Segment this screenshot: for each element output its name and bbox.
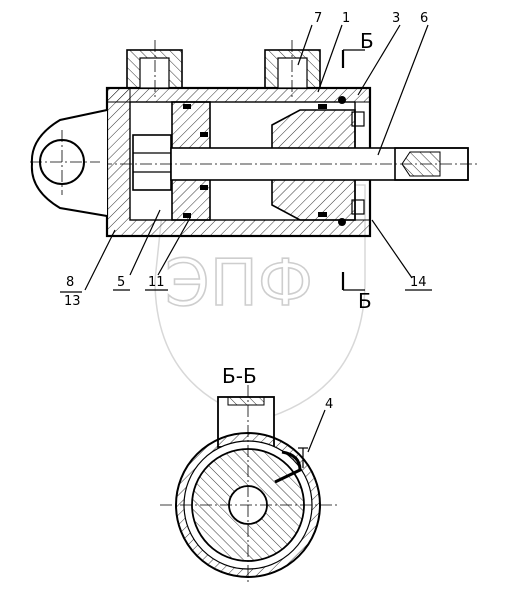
section-mark-bottom: Б xyxy=(341,272,372,313)
callout-7: 7 xyxy=(314,11,322,26)
callout-4: 4 xyxy=(325,397,333,412)
callout-6: 6 xyxy=(420,11,428,26)
watermark-text: ЭПФ xyxy=(165,247,313,321)
section-view xyxy=(160,385,338,585)
leader-lines xyxy=(60,24,432,453)
callout-1: 1 xyxy=(342,11,350,26)
port-right xyxy=(264,40,321,100)
section-mark-top-label: Б xyxy=(360,29,374,53)
eye-lug xyxy=(30,109,108,217)
callout-8: 8 xyxy=(66,275,74,290)
section-view-title: Б-Б xyxy=(222,364,257,388)
callout-3: 3 xyxy=(392,11,400,26)
callout-5: 5 xyxy=(117,275,125,290)
section-mark-top: Б xyxy=(341,29,374,68)
callout-11: 11 xyxy=(148,275,165,290)
port-left xyxy=(126,40,183,100)
section-mark-bottom-label: Б xyxy=(358,289,372,313)
callout-13: 13 xyxy=(64,294,81,309)
rod-nut xyxy=(132,134,172,191)
piston-rod xyxy=(80,147,480,181)
callout-14: 14 xyxy=(410,275,427,290)
watermark-logo: ЭПФ xyxy=(154,184,366,421)
cylinder-body xyxy=(30,40,480,238)
